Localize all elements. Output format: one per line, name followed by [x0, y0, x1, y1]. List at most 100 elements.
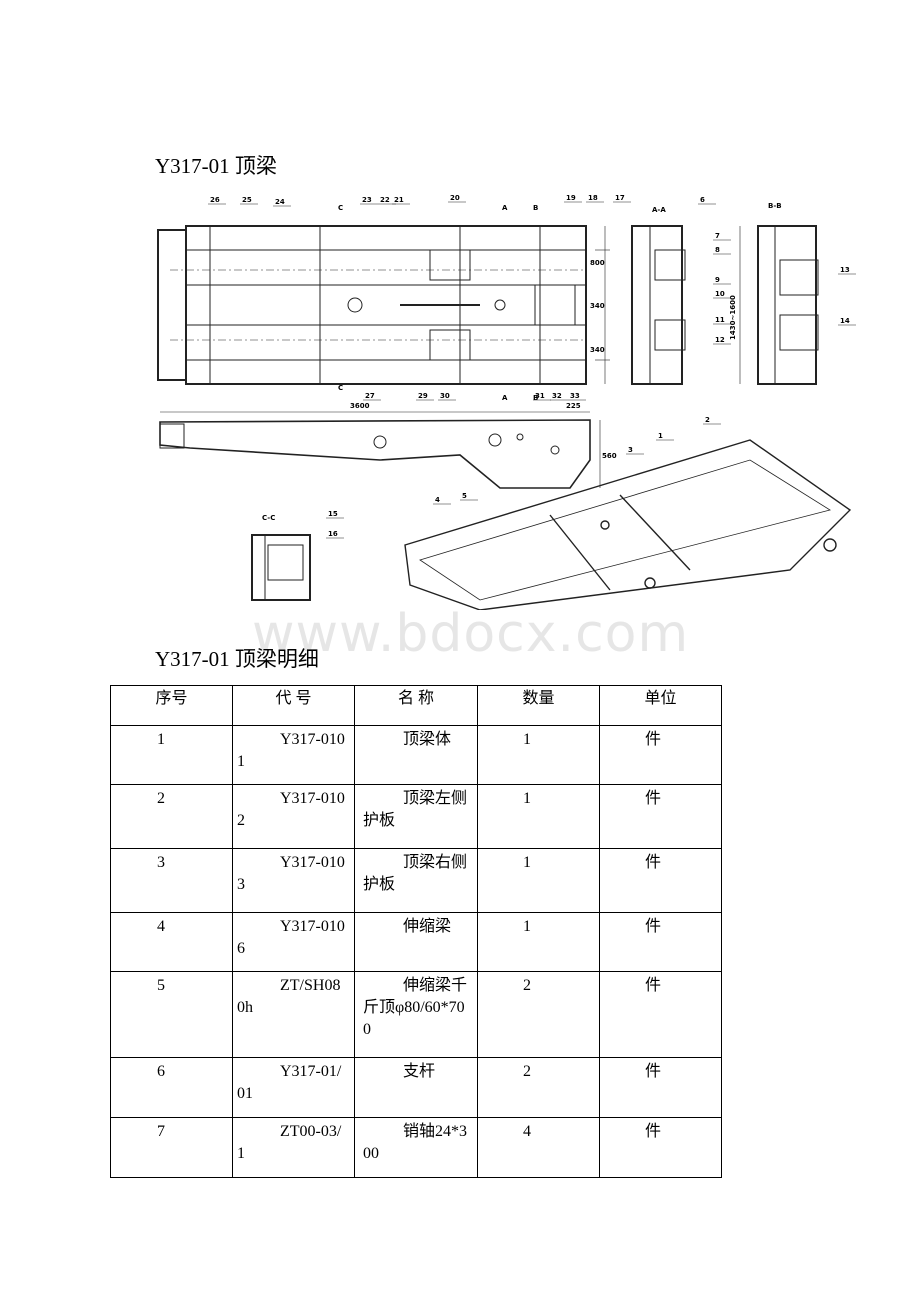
header-qty: 数量 — [477, 685, 600, 726]
row-index: 2 — [157, 790, 165, 807]
balloon-callout: 32 — [552, 392, 562, 400]
row-unit: 件 — [645, 731, 662, 748]
row-name: 顶梁体 — [403, 731, 452, 748]
dim-800: 340 — [590, 302, 605, 310]
cut-mark: B — [533, 204, 538, 212]
header-index: 序号 — [110, 685, 233, 726]
balloon-callout: 2 — [705, 416, 710, 424]
section-c-c — [251, 534, 311, 601]
isometric-view — [404, 439, 852, 611]
balloon-callout: 8 — [715, 246, 720, 254]
table-row: 4 Y317-0106 伸缩梁 1 件 — [110, 912, 722, 972]
balloon-callout: 29 — [418, 392, 428, 400]
section-label-b: B-B — [768, 202, 782, 210]
balloon-callout: 33 — [570, 392, 580, 400]
table-row: 7 ZT00-03/1 销轴24*300 4 件 — [110, 1117, 722, 1178]
dim-560: 560 — [602, 452, 617, 460]
balloon-callout: 19 — [566, 194, 576, 202]
row-unit: 件 — [645, 790, 662, 807]
cut-mark: B — [533, 394, 538, 402]
cut-mark: C — [338, 204, 343, 212]
table-row: 5 ZT/SH080h 伸缩梁千斤顶φ80/60*700 2 件 — [110, 971, 722, 1058]
row-name: 顶梁右侧护板 — [363, 854, 468, 893]
row-qty: 1 — [523, 854, 531, 871]
row-code: Y317-0103 — [237, 854, 345, 893]
balloon-callout: 21 — [394, 196, 404, 204]
balloon-callout: 13 — [840, 266, 850, 274]
cut-mark: A — [502, 204, 508, 212]
section-a-a — [631, 225, 686, 385]
row-name: 顶梁左侧护板 — [363, 790, 468, 829]
balloon-callout: 9 — [715, 276, 720, 284]
cut-mark: A — [502, 394, 508, 402]
balloon-callout: 31 — [535, 392, 545, 400]
row-index: 4 — [157, 918, 165, 935]
table-row: 3 Y317-0103 顶梁右侧护板 1 件 — [110, 848, 722, 913]
table-row: 2 Y317-0102 顶梁左侧护板 1 件 — [110, 784, 722, 849]
balloon-callout: 3 — [628, 446, 633, 454]
balloon-callout: 12 — [715, 336, 725, 344]
balloon-callout: 5 — [462, 492, 467, 500]
balloon-callout: 22 — [380, 196, 390, 204]
row-unit: 件 — [645, 1123, 662, 1140]
row-code: Y317-0101 — [237, 731, 345, 770]
table-row: 1 Y317-0101 顶梁体 1 件 — [110, 725, 722, 785]
parts-table: 序号 代 号 名 称 数量 单位 1 Y317-0101 顶梁体 1 件 2 Y… — [110, 685, 722, 1178]
row-qty: 1 — [523, 790, 531, 807]
dim-340-bottom: 340 — [590, 346, 605, 354]
balloon-callout: 6 — [700, 196, 705, 204]
row-index: 6 — [157, 1063, 165, 1080]
row-name: 销轴24*300 — [363, 1123, 468, 1162]
top-view — [157, 225, 587, 385]
dim-3600: 3600 — [350, 402, 370, 410]
row-name: 伸缩梁千斤顶φ80/60*700 — [363, 977, 468, 1038]
table-row: 6 Y317-01/01 支杆 2 件 — [110, 1057, 722, 1118]
balloon-callout: 20 — [450, 194, 460, 202]
row-code: Y317-0106 — [237, 918, 345, 957]
row-qty: 4 — [523, 1123, 531, 1140]
balloon-callout: 25 — [242, 196, 252, 204]
row-name: 伸缩梁 — [403, 918, 452, 935]
row-unit: 件 — [645, 1063, 662, 1080]
row-qty: 2 — [523, 1063, 531, 1080]
row-index: 1 — [157, 731, 165, 748]
balloon-callout: 16 — [328, 530, 338, 538]
row-index: 3 — [157, 854, 165, 871]
header-unit: 单位 — [599, 685, 722, 726]
balloon-callout: 30 — [440, 392, 450, 400]
row-qty: 1 — [523, 731, 531, 748]
row-code: ZT/SH080h — [237, 977, 341, 1016]
balloon-callout: 11 — [715, 316, 725, 324]
cut-mark: C — [338, 384, 343, 392]
row-qty: 2 — [523, 977, 531, 994]
row-code: Y317-01/01 — [237, 1063, 342, 1102]
table-header-row: 序号 代 号 名 称 数量 单位 — [110, 685, 722, 726]
section-label-c: C-C — [262, 514, 275, 522]
header-code: 代 号 — [232, 685, 355, 726]
side-view — [159, 411, 601, 489]
engineering-drawing: 800 340 340 A-A B-B 1430~1600 — [150, 190, 870, 611]
balloon-callout: 18 — [588, 194, 598, 202]
balloon-callout: 1 — [658, 432, 663, 440]
balloon-callout: 14 — [840, 317, 850, 325]
balloon-callout: 27 — [365, 392, 375, 400]
watermark: www.bdocx.com — [252, 604, 690, 664]
row-code: ZT00-03/1 — [237, 1123, 342, 1162]
balloon-callout: 7 — [715, 232, 720, 240]
header-name: 名 称 — [354, 685, 478, 726]
section-b-b — [739, 225, 819, 385]
section-label-a: A-A — [652, 206, 666, 214]
dim-height: 1430~1600 — [729, 295, 737, 340]
balloon-callout: 23 — [362, 196, 372, 204]
dim-225: 225 — [566, 402, 581, 410]
row-unit: 件 — [645, 918, 662, 935]
row-index: 7 — [157, 1123, 165, 1140]
balloon-callout: 4 — [435, 496, 440, 504]
table-title: Y317-01 顶梁明细 — [155, 647, 319, 671]
balloon-callout: 10 — [715, 290, 725, 298]
row-unit: 件 — [645, 977, 662, 994]
balloon-callout: 26 — [210, 196, 220, 204]
row-unit: 件 — [645, 854, 662, 871]
balloon-callout: 15 — [328, 510, 338, 518]
drawing-title: Y317-01 顶梁 — [155, 154, 277, 178]
